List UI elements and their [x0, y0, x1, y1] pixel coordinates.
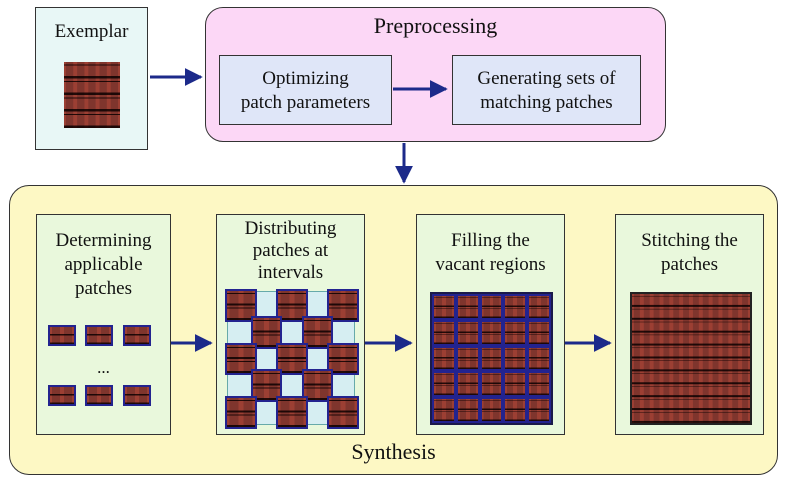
applicable-patch: [85, 325, 113, 346]
synthesis-box: Synthesis Determining applicable patches…: [9, 185, 778, 475]
stitching-line-2: patches: [661, 254, 718, 275]
filled-patch: [479, 345, 504, 372]
optimizing-line-1: Optimizing: [262, 68, 349, 89]
distributed-patch: [327, 396, 359, 429]
determining-line-3: patches: [75, 278, 132, 299]
filled-regions-grid: [430, 292, 553, 425]
stitched-facade-image: [630, 292, 752, 425]
distributing-step-box: Distributing patches at intervals: [216, 214, 365, 435]
generating-step-box: Generating sets of matching patches: [452, 55, 641, 125]
filling-line-1: Filling the: [451, 230, 530, 251]
distributing-line-3: intervals: [257, 262, 324, 283]
filled-patch: [479, 294, 504, 320]
filled-patch: [527, 397, 551, 423]
determining-step-box: Determining applicable patches ...: [36, 214, 171, 435]
filled-patch: [503, 294, 528, 320]
distributing-line-2: patches at: [252, 240, 329, 261]
distributing-line-1: Distributing: [244, 218, 337, 239]
distributed-patches-grid: [225, 289, 359, 429]
filled-patch: [527, 294, 551, 320]
distributed-patch: [327, 289, 359, 322]
applicable-patch: [48, 325, 76, 346]
filled-patch: [455, 345, 480, 372]
distributed-patch: [225, 342, 257, 376]
filling-step-box: Filling the vacant regions: [416, 214, 565, 435]
filled-patch: [479, 371, 504, 398]
distributed-patch: [276, 342, 308, 376]
filled-patch: [527, 371, 551, 398]
applicable-patch: [123, 385, 151, 406]
filled-patch: [432, 294, 456, 320]
distributed-patch: [276, 289, 308, 322]
stitching-step-box: Stitching the patches: [615, 214, 764, 435]
filled-patch: [527, 345, 551, 372]
filled-patch: [503, 397, 528, 423]
distributed-patch: [327, 342, 359, 376]
distributed-patch: [250, 369, 283, 403]
filled-patch: [455, 294, 480, 320]
distributed-patch: [225, 396, 257, 429]
filled-patch: [432, 319, 456, 346]
filled-patch: [503, 345, 528, 372]
distributed-patch: [250, 315, 283, 349]
filled-patch: [455, 371, 480, 398]
patches-ellipsis: ...: [97, 358, 110, 377]
applicable-patch: [85, 385, 113, 406]
applicable-patch: [48, 385, 76, 406]
filled-patch: [432, 397, 456, 423]
distributed-patch: [276, 396, 308, 429]
distributed-patch: [225, 289, 257, 322]
determining-line-2: applicable: [64, 254, 143, 275]
generating-line-2: matching patches: [480, 92, 613, 113]
generating-line-1: Generating sets of: [477, 68, 616, 89]
filled-patch: [455, 397, 480, 423]
optimizing-line-2: patch parameters: [240, 92, 371, 113]
filling-line-2: vacant regions: [435, 254, 546, 275]
exemplar-box: Exemplar: [35, 7, 148, 150]
filled-patch: [503, 371, 528, 398]
applicable-patch: [123, 325, 151, 346]
optimizing-step-box: Optimizing patch parameters: [219, 55, 392, 125]
determining-line-1: Determining: [55, 230, 152, 251]
distributed-patch: [301, 369, 334, 403]
filled-patch: [479, 397, 504, 423]
filled-patch: [479, 319, 504, 346]
filled-patch: [432, 345, 456, 372]
preprocessing-title: Preprocessing: [373, 13, 498, 38]
synthesis-title: Synthesis: [351, 439, 436, 464]
filled-patch: [527, 319, 551, 346]
stitching-line-1: Stitching the: [641, 230, 738, 251]
filled-patch: [503, 319, 528, 346]
preprocessing-box: Preprocessing Optimizing patch parameter…: [205, 7, 666, 142]
exemplar-label: Exemplar: [54, 21, 129, 42]
distributed-patch: [301, 315, 334, 349]
filled-patch: [432, 371, 456, 398]
filled-patch: [455, 319, 480, 346]
exemplar-facade-image: [64, 62, 120, 128]
